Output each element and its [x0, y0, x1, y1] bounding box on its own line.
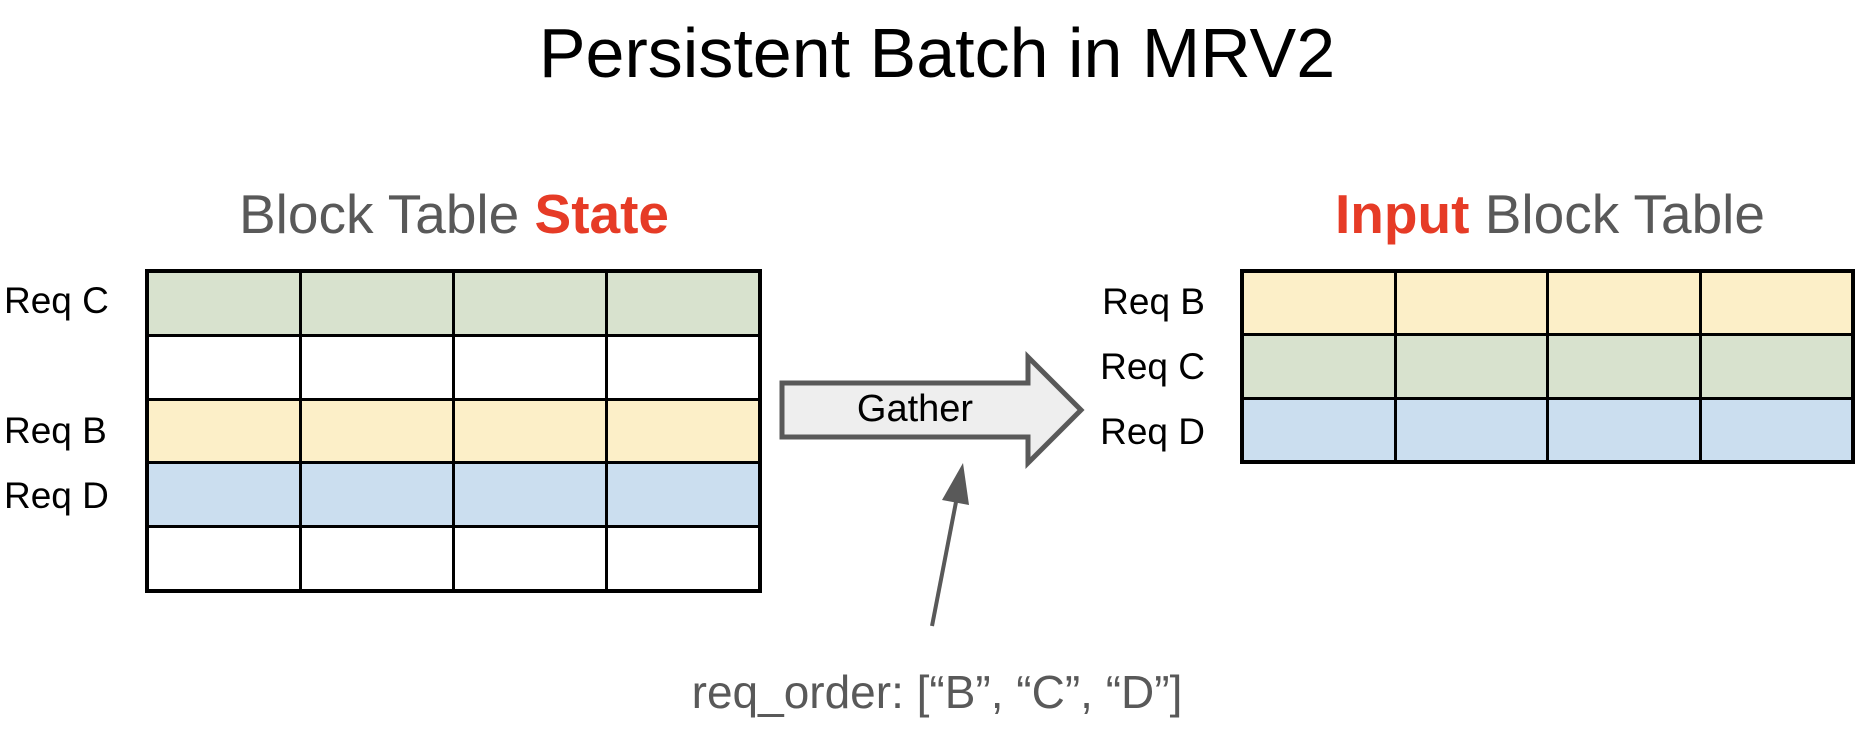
block-cell — [1549, 336, 1699, 397]
block-cell — [455, 400, 605, 462]
slide-title: Persistent Batch in MRV2 — [538, 14, 1336, 92]
annotation-arrow-line — [930, 501, 958, 627]
block-cell — [302, 528, 452, 589]
block-cell — [149, 528, 299, 589]
block-cell — [608, 273, 758, 334]
block-cell — [608, 528, 758, 589]
block-cell — [1549, 273, 1699, 334]
row-label: Req C — [1100, 345, 1205, 387]
row-label: Req C — [4, 280, 109, 322]
block-cell — [1701, 336, 1851, 397]
block-cell — [1244, 273, 1394, 334]
row-label: Req B — [4, 410, 107, 451]
block-cell — [1244, 399, 1394, 460]
state-table-heading-highlight: State — [534, 183, 670, 245]
block-cell — [608, 400, 758, 462]
block-cell — [149, 400, 299, 462]
block-cell — [1396, 399, 1546, 460]
block-cell — [1396, 336, 1546, 397]
block-cell — [149, 336, 299, 398]
row-label: Req B — [1102, 280, 1205, 322]
state-table-heading: Block Table State — [239, 183, 669, 245]
block-cell — [302, 464, 452, 526]
block-cell — [302, 400, 452, 462]
block-cell — [608, 464, 758, 526]
row-label: Req D — [1100, 410, 1205, 452]
block-cell — [1549, 399, 1699, 460]
state-table-heading-gray-text: Block Table — [238, 183, 535, 245]
block-cell — [455, 273, 605, 334]
block-cell — [455, 464, 605, 526]
block-cell — [1701, 399, 1851, 460]
state-block-table — [145, 269, 762, 593]
input-table-heading: Input Block Table — [1335, 183, 1765, 245]
annotation-arrow-head — [942, 463, 969, 505]
input-block-table — [1240, 269, 1855, 464]
gather-arrow-label: Gather — [856, 388, 974, 430]
input-table-heading-highlight: Input — [1335, 183, 1470, 245]
block-cell — [302, 273, 452, 334]
block-cell — [608, 336, 758, 398]
block-cell — [1244, 336, 1394, 397]
block-cell — [149, 273, 299, 334]
row-label: Req D — [4, 474, 109, 516]
block-cell — [149, 464, 299, 526]
req-order-annotation: req_order: [“B”, “C”, “D”] — [691, 666, 1183, 718]
block-cell — [455, 336, 605, 398]
input-table-heading-gray-text: Block Table — [1469, 183, 1765, 245]
block-cell — [1396, 273, 1546, 334]
block-cell — [455, 528, 605, 589]
block-cell — [302, 336, 452, 398]
block-cell — [1701, 273, 1851, 334]
